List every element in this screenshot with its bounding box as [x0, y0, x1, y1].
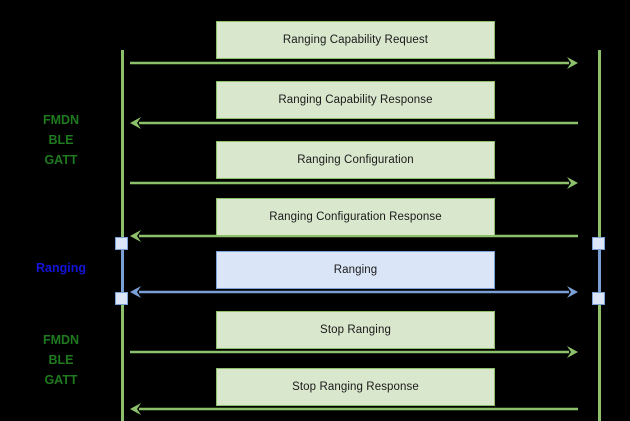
msg-ranging-label: Ranging — [333, 264, 378, 276]
section-fmdn-ble-gatt-top: FMDN BLE GATT — [16, 110, 106, 170]
section-fmdn-ble-gatt-top-line-1: BLE — [48, 133, 74, 147]
msg-ranging[interactable]: Ranging — [216, 251, 495, 289]
msg-stop-ranging-arrowhead-right — [567, 346, 578, 358]
msg-stop-ranging-response[interactable]: Stop Ranging Response — [216, 368, 495, 406]
msg-stop-ranging[interactable]: Stop Ranging — [216, 311, 495, 349]
node-left-start[interactable] — [115, 237, 128, 250]
msg-ranging-capability-response-arrow — [130, 117, 578, 129]
msg-stop-ranging-arrow — [130, 346, 578, 358]
node-link-right — [598, 250, 601, 292]
lifeline-left — [121, 50, 124, 421]
msg-ranging-arrowhead-left — [130, 286, 141, 298]
section-ranging: Ranging — [16, 258, 106, 278]
msg-ranging-capability-request-arrow — [130, 57, 578, 69]
msg-ranging-capability-request[interactable]: Ranging Capability Request — [216, 21, 495, 59]
msg-ranging-arrowhead-right — [567, 286, 578, 298]
msg-ranging-configuration-response-label: Ranging Configuration Response — [269, 211, 442, 223]
section-fmdn-ble-gatt-bottom: FMDN BLE GATT — [16, 330, 106, 390]
msg-ranging-capability-request-label: Ranging Capability Request — [282, 34, 429, 46]
msg-stop-ranging-label: Stop Ranging — [320, 324, 391, 336]
msg-ranging-configuration-arrow — [130, 177, 578, 189]
msg-ranging-configuration[interactable]: Ranging Configuration — [216, 141, 495, 179]
msg-ranging-capability-response-label: Ranging Capability Response — [278, 94, 433, 106]
section-ranging-line-0: Ranging — [36, 261, 86, 275]
msg-ranging-arrow — [130, 286, 578, 298]
section-fmdn-ble-gatt-top-line-2: GATT — [44, 153, 78, 167]
msg-stop-ranging-response-arrowhead-left — [130, 403, 141, 415]
node-link-left — [121, 250, 124, 292]
node-right-end[interactable] — [592, 292, 605, 305]
section-fmdn-ble-gatt-bottom-line-2: GATT — [44, 373, 78, 387]
msg-ranging-configuration-label: Ranging Configuration — [297, 154, 414, 166]
msg-ranging-capability-response[interactable]: Ranging Capability Response — [216, 81, 495, 119]
section-fmdn-ble-gatt-bottom-line-0: FMDN — [42, 333, 80, 347]
msg-ranging-configuration-response[interactable]: Ranging Configuration Response — [216, 198, 495, 236]
node-left-end[interactable] — [115, 292, 128, 305]
msg-stop-ranging-response-label: Stop Ranging Response — [292, 381, 419, 393]
lifeline-right — [598, 50, 601, 421]
section-fmdn-ble-gatt-top-line-0: FMDN — [42, 113, 80, 127]
msg-ranging-capability-response-arrowhead-left — [130, 117, 141, 129]
msg-ranging-configuration-response-arrow — [130, 230, 578, 242]
msg-ranging-configuration-response-arrowhead-left — [130, 230, 141, 242]
msg-ranging-configuration-arrowhead-right — [567, 177, 578, 189]
node-right-start[interactable] — [592, 237, 605, 250]
section-fmdn-ble-gatt-bottom-line-1: BLE — [48, 353, 74, 367]
msg-stop-ranging-response-arrow — [130, 403, 578, 415]
msg-ranging-capability-request-arrowhead-right — [567, 57, 578, 69]
